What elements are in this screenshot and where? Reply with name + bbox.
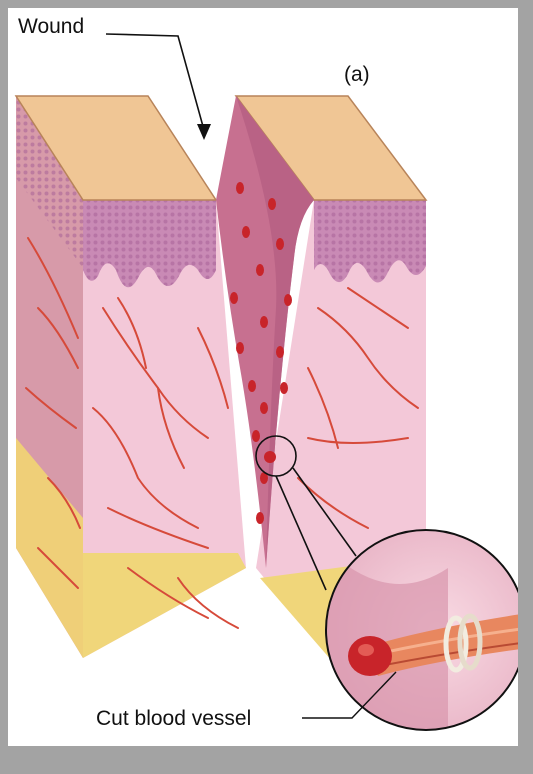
skin-wound-illustration xyxy=(8,8,518,746)
magnified-view xyxy=(326,530,518,746)
cut-vessel-small xyxy=(264,451,276,463)
left-skin-block xyxy=(16,96,246,658)
cut-vessel-end xyxy=(348,636,392,676)
wound-label: Wound xyxy=(18,16,84,37)
figure-panel: Wound (a) Cut blood vessel xyxy=(8,8,518,746)
right-epidermis-dots xyxy=(314,200,426,283)
cut-end-highlight xyxy=(358,644,374,656)
wound-arrowhead xyxy=(197,124,211,140)
left-front-fat xyxy=(83,553,246,658)
panel-letter-label: (a) xyxy=(344,64,370,85)
cut-blood-vessel-label: Cut blood vessel xyxy=(96,708,251,729)
